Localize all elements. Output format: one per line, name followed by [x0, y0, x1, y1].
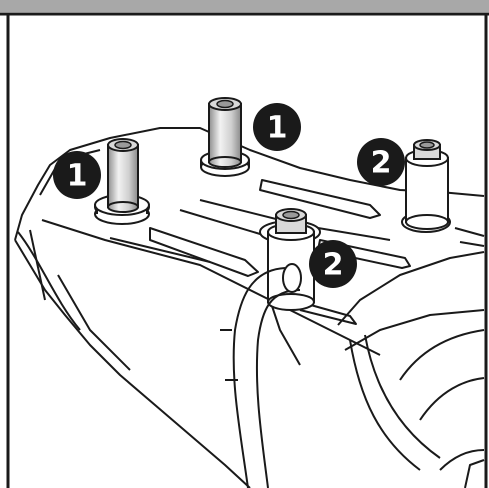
engine-cover — [14, 127, 485, 488]
callout-badge-icon: 1 — [253, 103, 301, 151]
spacer-icon — [259, 208, 321, 311]
header-bar — [0, 0, 489, 12]
spacer-icon — [401, 139, 451, 233]
callout-badge-icon: 2 — [357, 138, 405, 186]
callout-1-left: 1 — [67, 159, 88, 194]
callout-badge-icon: 2 — [309, 240, 357, 288]
spacer-icon — [94, 138, 150, 225]
callout-badge-icon: 1 — [53, 151, 101, 199]
spacer-icon — [200, 97, 250, 177]
callout-2-right: 2 — [371, 146, 392, 181]
callout-1-right: 1 — [267, 111, 288, 146]
hose-icon — [220, 263, 302, 488]
callout-2-center: 2 — [323, 248, 344, 283]
